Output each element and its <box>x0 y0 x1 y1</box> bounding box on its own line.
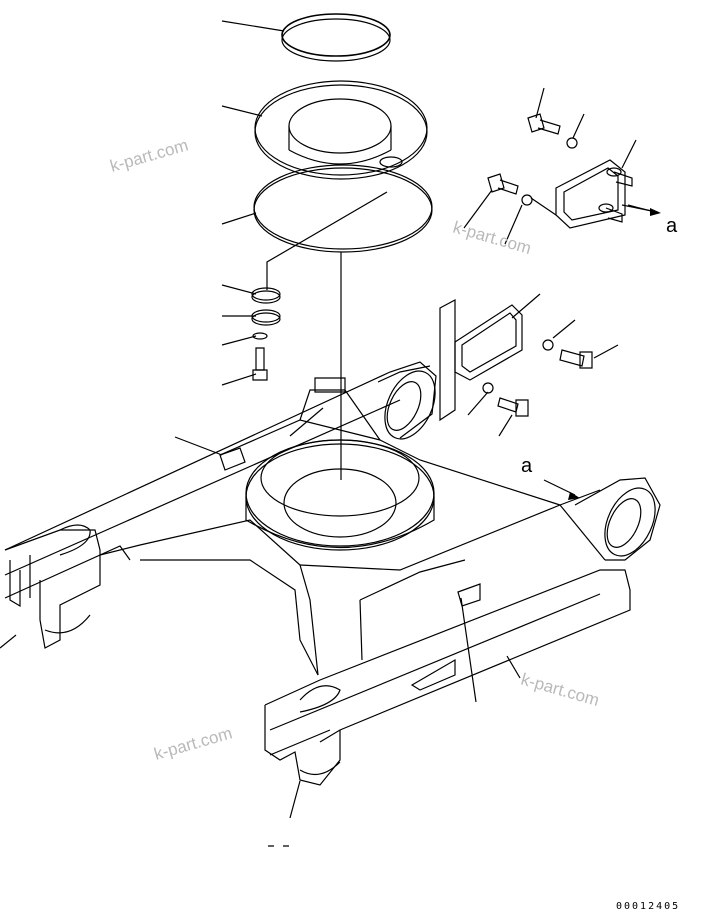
cover-bracket-upper[interactable] <box>555 159 633 229</box>
leader-lines <box>0 20 658 819</box>
bolt-lower-1[interactable] <box>559 349 593 369</box>
swing-circle-mount[interactable] <box>245 439 435 551</box>
bolt[interactable] <box>252 347 268 381</box>
bolt-upper-2[interactable] <box>487 173 519 195</box>
watermark-1: k-part.com <box>108 135 190 175</box>
bolt-lower-2[interactable] <box>497 397 529 417</box>
watermark-4: k-part.com <box>152 723 234 763</box>
view-arrow-a-upper: a <box>627 204 678 237</box>
watermark-3: k-part.com <box>519 670 601 710</box>
gasket-ring[interactable] <box>253 164 433 253</box>
watermark-2: k-part.com <box>451 218 533 258</box>
shim-plate-1[interactable] <box>251 287 281 304</box>
view-label-a-upper: a <box>666 215 678 237</box>
washer-lower-1[interactable] <box>542 339 554 351</box>
track-frame[interactable] <box>4 361 665 786</box>
washer-lower-2[interactable] <box>482 382 494 394</box>
shim-plate-2[interactable] <box>251 309 281 326</box>
view-label-a-lower: a <box>521 455 533 477</box>
bearing-cover-plate[interactable] <box>254 80 428 180</box>
seal-ring[interactable] <box>281 13 391 62</box>
bolt-upper-1[interactable] <box>527 113 561 135</box>
view-arrow-a-lower: a <box>521 455 580 500</box>
washer-upper-2[interactable] <box>521 194 533 206</box>
cover-bracket-lower[interactable] <box>454 304 523 381</box>
drawing-number: 00012405 <box>616 901 680 912</box>
washer[interactable] <box>252 332 268 340</box>
cover-plate-flat[interactable] <box>439 299 456 422</box>
washer-upper-1[interactable] <box>566 137 578 149</box>
